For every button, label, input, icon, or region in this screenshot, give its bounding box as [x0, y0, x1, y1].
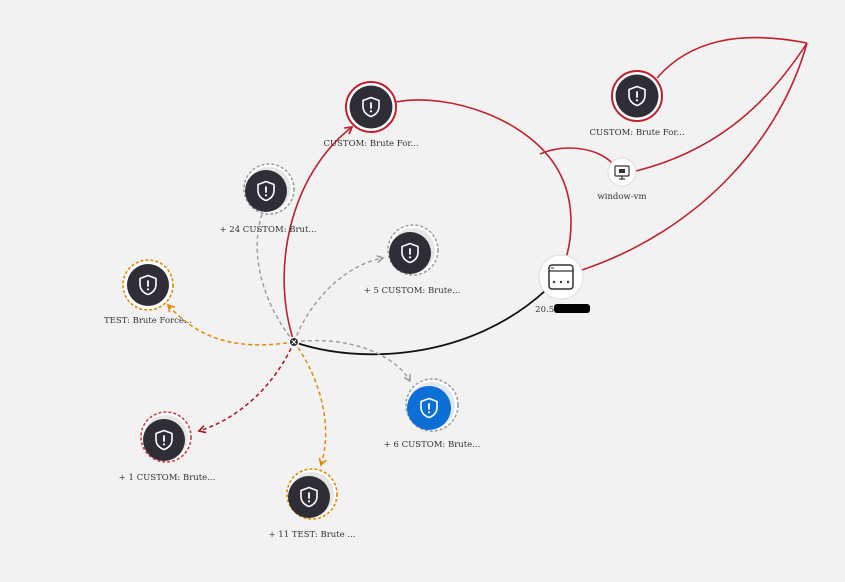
ip-node[interactable]: 20.5. [535, 254, 590, 315]
edge-tip-to-vm[interactable] [635, 42, 808, 172]
alert-node-topright[interactable]: CUSTOM: Brute For... [589, 70, 685, 138]
edge-tip-to-ip[interactable] [581, 42, 808, 271]
alert-node-top[interactable]: CUSTOM: Brute For... [323, 81, 419, 149]
edge-tip-to-alert-topright[interactable] [656, 36, 808, 79]
redaction-bar [554, 304, 590, 313]
edge-hub-to-group-24[interactable] [256, 213, 295, 343]
hub-junction[interactable] [288, 336, 300, 348]
edges-layer [166, 36, 808, 467]
vm-node[interactable]: window-vm [597, 157, 647, 202]
alert-node-top-label: CUSTOM: Brute For... [323, 139, 418, 149]
virtual-machine-icon [614, 165, 630, 180]
ip-node-label: 20.5. [535, 305, 557, 315]
hub-junction-icon [291, 339, 297, 345]
test-alert-single-label: TEST: Brute Force... [104, 316, 192, 326]
edge-alert-top-to-ip[interactable] [395, 99, 572, 259]
edge-to-vm[interactable] [539, 147, 613, 164]
alert-group-24[interactable]: + 24 CUSTOM: Brut... [219, 163, 317, 235]
alert-node-topright-label: CUSTOM: Brute For... [589, 128, 684, 138]
alert-group-24-label: + 24 CUSTOM: Brut... [219, 225, 316, 235]
alert-group-6-selected[interactable]: + 6 CUSTOM: Brute... [384, 378, 481, 450]
edge-hub-to-group-1[interactable] [197, 341, 295, 434]
edge-hub-to-test-single[interactable] [166, 303, 295, 346]
edge-hub-to-group-5[interactable] [293, 255, 385, 343]
alert-group-1-label: + 1 CUSTOM: Brute... [119, 473, 216, 483]
test-alert-group-11[interactable]: + 11 TEST: Brute ... [268, 468, 356, 540]
alert-group-5[interactable]: + 5 CUSTOM: Brute... [364, 224, 461, 296]
alert-group-1[interactable]: + 1 CUSTOM: Brute... [119, 411, 216, 483]
test-alert-group-11-label: + 11 TEST: Brute ... [268, 530, 355, 540]
alert-group-6-label: + 6 CUSTOM: Brute... [384, 440, 481, 450]
test-alert-single[interactable]: TEST: Brute Force... [104, 259, 192, 326]
edge-hub-to-group-11-test[interactable] [293, 341, 327, 467]
ip-address-icon [548, 264, 574, 290]
edge-hub-to-alert-top[interactable] [283, 125, 354, 343]
vm-node-label: window-vm [597, 192, 646, 202]
alert-group-5-label: + 5 CUSTOM: Brute... [364, 286, 461, 296]
edge-hub-to-ip[interactable] [293, 289, 547, 356]
